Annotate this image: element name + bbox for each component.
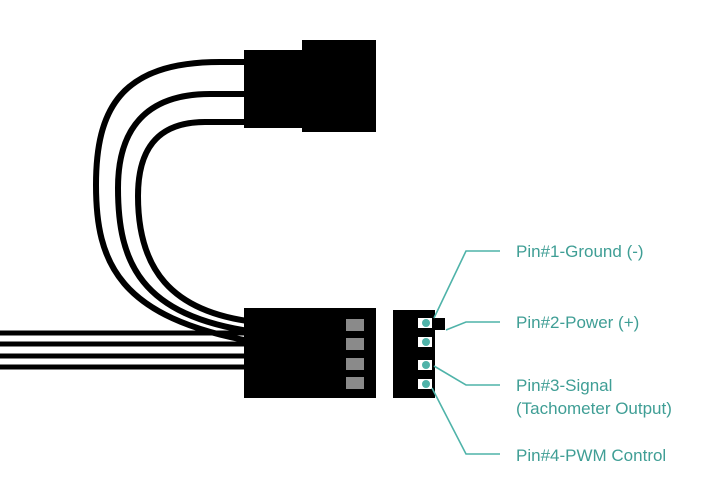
housing-slot-2 (346, 338, 364, 350)
pin-labels: Pin#1-Ground (-) Pin#2-Power (+) Pin#3-S… (516, 242, 672, 465)
looping-wires (92, 59, 256, 345)
leader-line-pin4 (431, 387, 500, 455)
housing-slot-4 (346, 377, 364, 389)
label-pin1: Pin#1-Ground (-) (516, 242, 644, 261)
loop-wire-inner (134, 119, 256, 325)
label-pin3-line2: (Tachometer Output) (516, 399, 672, 418)
wire-bundle (0, 330, 250, 370)
housing-slot-1 (346, 319, 364, 331)
pin-dot-4 (422, 380, 430, 388)
leader-line-pin2 (445, 321, 500, 331)
connector-body (244, 50, 304, 128)
label-pin3-line1: Pin#3-Signal (516, 376, 612, 395)
loop-wire-middle (114, 91, 256, 335)
header-key (433, 318, 445, 330)
connector-head (302, 40, 376, 132)
leader-lines (431, 250, 500, 455)
four-pin-connector (244, 308, 376, 398)
leader-line-pin1 (433, 250, 500, 319)
pin-dot-3 (422, 361, 430, 369)
pin-header (393, 310, 445, 398)
label-pin4: Pin#4-PWM Control (516, 446, 666, 465)
three-pin-connector (244, 40, 376, 132)
loop-wire-outer (92, 59, 256, 345)
label-pin2: Pin#2-Power (+) (516, 313, 639, 332)
pin-dot-1 (422, 319, 430, 327)
housing-slot-3 (346, 358, 364, 370)
leader-line-pin3 (433, 365, 500, 386)
pin-dot-2 (422, 338, 430, 346)
